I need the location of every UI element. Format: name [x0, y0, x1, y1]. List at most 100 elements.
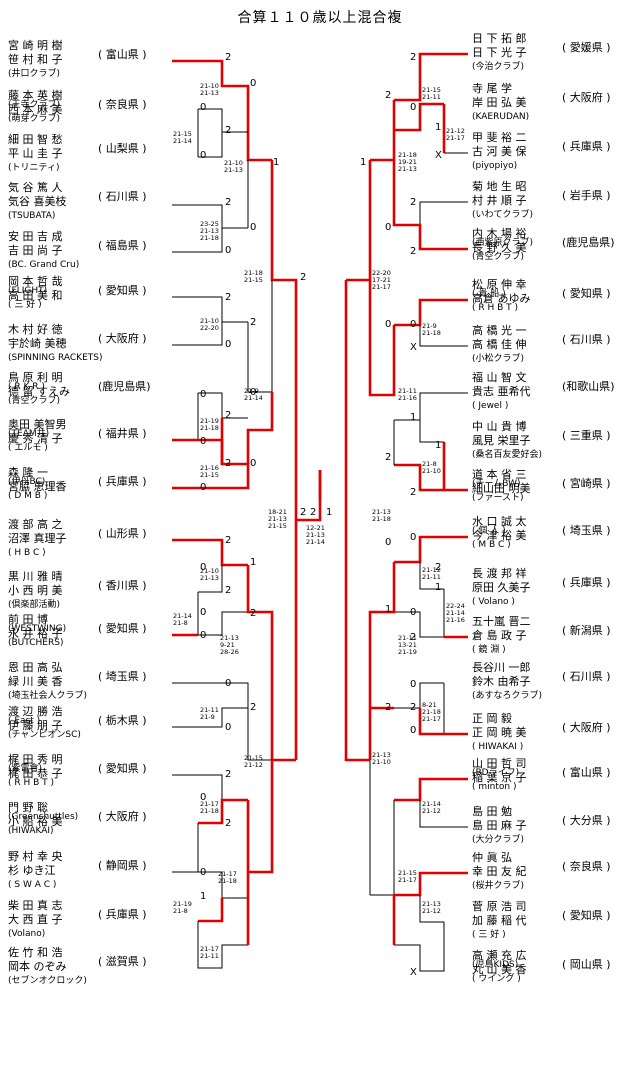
match-score: 21-14: [446, 609, 465, 617]
team-club: (大分クラブ): [472, 833, 524, 845]
player-name: 木 村 好 徳: [8, 322, 63, 336]
team-prefecture: ( 兵庫県 ): [562, 575, 611, 589]
winner-path: [248, 760, 274, 874]
win-count: 1: [435, 122, 441, 133]
winner-path: [368, 562, 396, 760]
team-prefecture: ( 宮崎県 ): [562, 476, 611, 490]
match-score: 21-11: [422, 573, 441, 581]
team-club: (埼玉社会人クラブ): [8, 689, 87, 701]
team-club: (井口クラブ): [8, 67, 60, 79]
match-score: 21-10: [200, 317, 219, 325]
team-club: (いわてクラブ): [472, 208, 533, 220]
team-prefecture: (鹿児島県): [562, 235, 615, 249]
match-score: 21-14: [422, 800, 441, 808]
win-count: 1: [435, 582, 441, 593]
player-name: 鳥 原 利 明: [8, 370, 63, 384]
player-name: 平 山 圭 子: [8, 147, 63, 160]
winner-path: [394, 52, 468, 102]
team-prefecture: ( 大阪府 ): [98, 809, 147, 823]
win-count: 2: [410, 197, 416, 208]
player-name: 岡本 のぞみ: [8, 959, 67, 973]
bracket-path: [197, 921, 248, 969]
match-score: 21-15: [268, 522, 287, 530]
player-name: 沼澤 真理子: [8, 531, 67, 545]
player-name: 幸 田 友 紀: [472, 864, 527, 878]
match-score: 23-25: [200, 220, 219, 228]
team-club: (BDライフ): [472, 767, 519, 778]
win-count: 2: [250, 317, 256, 328]
team-club: ( M B C ): [472, 540, 511, 550]
player-name: 山 田 哲 司: [472, 757, 527, 770]
match-score: 21-19: [398, 648, 417, 656]
match-score: 21-18: [200, 424, 219, 432]
winner-path: [394, 535, 468, 564]
player-name: 高 田 美 和: [8, 288, 63, 302]
team-club: ( 三 好 ): [8, 298, 42, 310]
bracket-path: [394, 392, 468, 421]
team-club: ( East ): [8, 716, 40, 726]
player-name: 古 河 美 保: [472, 144, 527, 158]
player-name: 松 原 伸 幸: [472, 277, 527, 291]
bracket-path: [172, 296, 248, 323]
team-prefecture: ( 福島県 ): [98, 238, 147, 252]
team-club: (王寺クラブ): [8, 98, 60, 110]
match-score: 21-17: [218, 870, 237, 878]
match-score: 21-18: [218, 877, 237, 885]
final-score: 21-13: [306, 531, 325, 539]
team-club: (青空クラブ): [472, 250, 524, 262]
bracket-path: [198, 565, 223, 593]
win-count: 0: [200, 436, 206, 447]
team-club: (桜井クラブ): [472, 879, 524, 891]
team-club: ( 個 人 ): [472, 524, 506, 536]
match-score: 21-17: [200, 945, 219, 953]
team-club: (萌芽クラブ): [8, 112, 60, 124]
team-club: ( R K R ): [8, 382, 45, 392]
player-name: 今 津 裕 美: [472, 528, 527, 542]
team-prefecture: ( 福井県 ): [98, 426, 147, 440]
team-prefecture: ( 大分県 ): [562, 813, 611, 827]
player-name: 風見 栄里子: [472, 433, 531, 447]
team-club: ( R H B T ): [8, 778, 54, 788]
win-count: 2: [225, 818, 231, 829]
win-count: 2: [300, 272, 306, 283]
match-score: 21-10: [422, 467, 441, 475]
player-name: 緑 川 美 香: [8, 674, 63, 688]
win-count: 0: [225, 339, 231, 350]
player-name: 高 橋 佳 伸: [472, 337, 527, 351]
final-score: 21-14: [306, 538, 325, 546]
match-score: 21-15: [173, 130, 192, 138]
team-club: ( HIWAKAI ): [472, 742, 523, 752]
player-name: 梶 田 恭 子: [8, 766, 63, 780]
winner-path: [246, 392, 274, 464]
bracket-path: [172, 204, 248, 229]
player-name: 倉 島 政 子: [472, 628, 527, 642]
player-name: 日 下 光 子: [472, 45, 527, 59]
team-prefecture: ( 富山県 ): [562, 765, 611, 779]
match-score: 21-10: [200, 567, 219, 575]
winner-path: [172, 418, 250, 490]
player-name: 細 田 智 愁: [8, 132, 63, 146]
winner-path: [172, 538, 248, 567]
team-prefecture: ( 岩手県 ): [562, 188, 611, 202]
match-score: 21-15: [244, 276, 263, 284]
player-name: 小 西 明 美: [8, 584, 63, 597]
player-name: 伊 藤 朋 子: [8, 719, 63, 732]
match-score: 22-20: [372, 269, 391, 277]
player-name: 稲 葉 京 子: [472, 770, 527, 784]
team-club: ( minton ): [472, 782, 516, 792]
win-count: 0: [200, 150, 206, 161]
team-club: ( 鏡 淵 ): [472, 643, 506, 655]
player-name: 正 岡 毅: [472, 711, 512, 725]
winner-path: [172, 438, 224, 464]
match-score: 21-16: [200, 464, 219, 472]
team-prefecture: ( 大阪府 ): [562, 720, 611, 734]
winner-path: [344, 280, 370, 762]
win-count: X: [410, 967, 417, 978]
team-club: (TSUBATA): [8, 211, 55, 221]
match-score: 21-14: [173, 612, 192, 620]
team-club: (BUTCHERS): [8, 638, 63, 648]
player-name: 道 本 省 三: [472, 467, 527, 481]
bracket-path: [370, 800, 395, 896]
team-club: ( R H B T ): [472, 303, 518, 313]
team-prefecture: ( 石川県 ): [562, 333, 611, 346]
